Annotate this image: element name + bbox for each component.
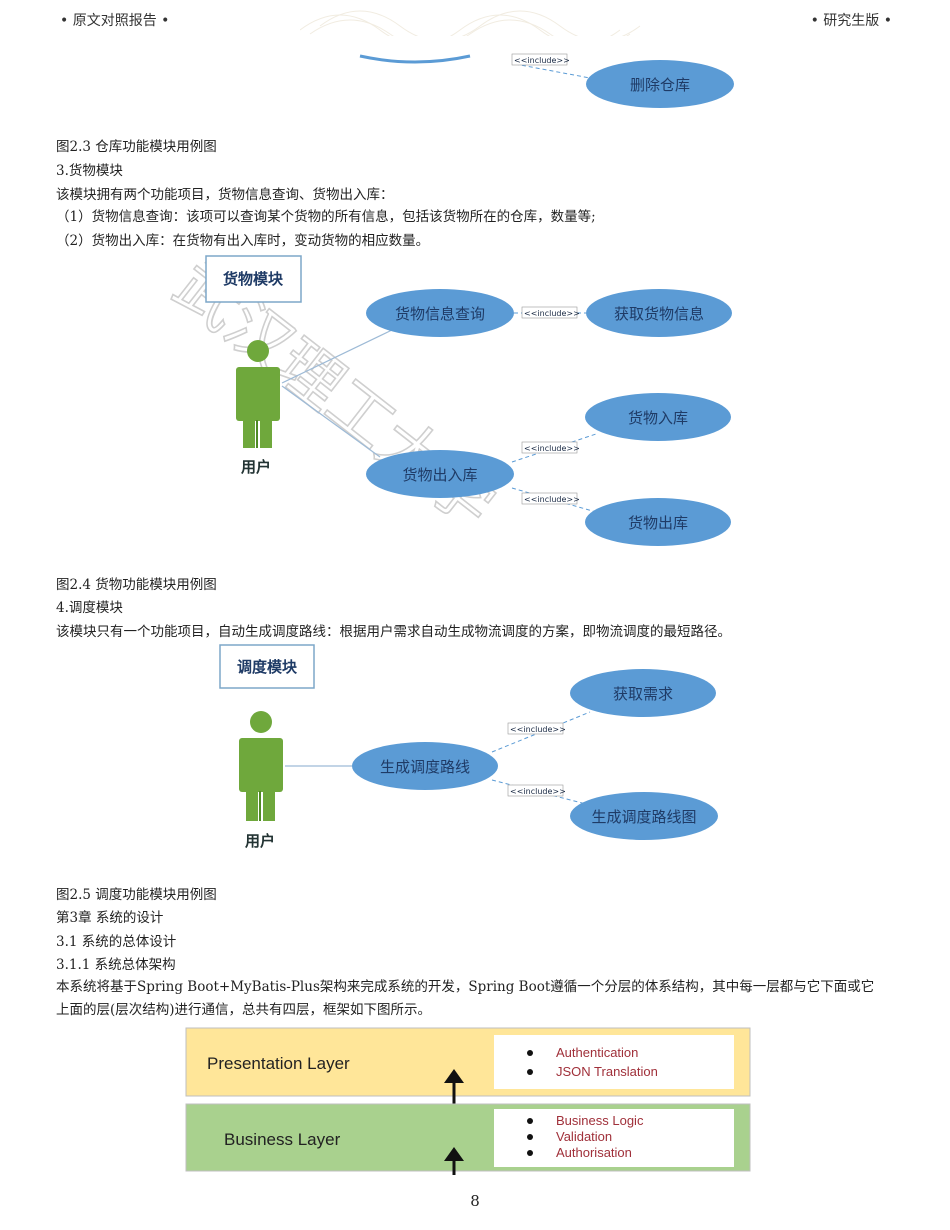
bullet xyxy=(527,1150,533,1156)
presentation-layer-label: Presentation Layer xyxy=(207,1054,350,1073)
business-items-box xyxy=(494,1109,734,1167)
usecase-delete-warehouse-label: 删除仓库 xyxy=(630,76,690,94)
bullet xyxy=(527,1069,533,1075)
include-label-req: <<include>> xyxy=(510,725,566,734)
usecase-in xyxy=(585,393,731,441)
usecase-route-map-label: 生成调度路线图 xyxy=(591,808,696,826)
section-3-1-1: 3.1.1 系统总体架构 xyxy=(56,957,176,973)
include-box-info xyxy=(521,306,578,319)
business-layer-label: Business Layer xyxy=(224,1130,341,1149)
usecase-route-label: 生成调度路线 xyxy=(380,758,470,776)
assoc-line-inout xyxy=(281,385,381,458)
include-label-map: <<include>> xyxy=(510,787,566,796)
usecase-inout-label: 货物出入库 xyxy=(402,466,477,484)
actor-label: 用户 xyxy=(245,832,275,850)
include-label-info: <<include>> xyxy=(524,309,580,318)
module-box xyxy=(219,644,315,689)
usecase-route xyxy=(352,742,498,790)
usecase-route-map xyxy=(570,792,718,840)
actor-user xyxy=(239,711,283,821)
module-box xyxy=(205,255,302,303)
header-left: • 原文对照报告 • xyxy=(60,13,170,29)
figure-2-5: 调度模块 用户 生成调度路线 <<include>> <<include>> 获… xyxy=(219,644,718,850)
presentation-items-box xyxy=(494,1035,734,1089)
caption-fig-2-5: 图2.5 调度功能模块用例图 xyxy=(56,887,217,903)
presentation-item-2: JSON Translation xyxy=(556,1064,658,1079)
cargo-item-2: （2）货物出入库：在货物有出入库时，变动货物的相应数量。 xyxy=(56,233,430,249)
presentation-item-1: Authentication xyxy=(556,1045,638,1060)
module-title: 货物模块 xyxy=(223,270,284,288)
figure-2-4: 武汉理工大学 货物模块 用户 货物信息查询 <<include>> 获取货物信息… xyxy=(160,250,732,546)
assoc-line-query xyxy=(281,329,393,384)
usecase-query-label: 货物信息查询 xyxy=(395,305,485,323)
usecase-in-label: 货物入库 xyxy=(628,409,688,427)
usecase-get-info-label: 获取货物信息 xyxy=(614,305,704,323)
business-item-3: Authorisation xyxy=(556,1145,632,1160)
business-item-1: Business Logic xyxy=(556,1113,644,1128)
usecase-out-label: 货物出库 xyxy=(628,514,688,532)
bullet xyxy=(527,1118,533,1124)
include-arrow xyxy=(514,63,591,79)
heading-dispatch-module: 4.调度模块 xyxy=(56,600,123,616)
usecase-query xyxy=(366,289,514,337)
caption-fig-2-4: 图2.4 货物功能模块用例图 xyxy=(56,577,217,593)
include-box-out xyxy=(521,492,578,505)
cargo-intro: 该模块拥有两个功能项目，货物信息查询、货物出入库： xyxy=(56,187,394,203)
heading-cargo-module: 3.货物模块 xyxy=(56,163,123,179)
header-right: • 研究生版 • xyxy=(810,13,892,29)
chapter-3-title: 第3章 系统的设计 xyxy=(56,910,164,926)
include-box-map xyxy=(507,784,564,797)
section-3-1: 3.1 系统的总体设计 xyxy=(56,934,177,950)
include-box-in xyxy=(521,441,578,454)
include-label: <<include>> xyxy=(514,56,570,65)
ellipse-fragment xyxy=(359,54,471,64)
usecase-out xyxy=(585,498,731,546)
caption-fig-2-3: 图2.3 仓库功能模块用例图 xyxy=(56,139,217,155)
actor-user xyxy=(236,340,280,448)
usecase-get-request-label: 获取需求 xyxy=(613,685,673,703)
header-ornament xyxy=(300,10,641,36)
page-number: 8 xyxy=(470,1192,480,1210)
usecase-get-info xyxy=(586,289,732,337)
include-label-in: <<include>> xyxy=(524,444,580,453)
module-title: 调度模块 xyxy=(237,658,298,676)
business-item-2: Validation xyxy=(556,1129,612,1144)
architecture-diagram: Presentation Layer Authentication JSON T… xyxy=(185,1027,751,1175)
cargo-item-1: （1）货物信息查询：该项可以查询某个货物的所有信息，包括该货物所在的仓库，数量等… xyxy=(56,209,596,225)
include-box xyxy=(511,53,568,66)
usecase-get-request xyxy=(570,669,716,717)
bullet xyxy=(527,1134,533,1140)
figure-2-3-tail: <<include>> 删除仓库 xyxy=(359,53,734,108)
actor-label: 用户 xyxy=(241,458,271,476)
architecture-paragraph: 本系统将基于Spring Boot+MyBatis-Plus架构来完成系统的开发… xyxy=(56,979,875,1018)
dispatch-intro: 该模块只有一个功能项目，自动生成调度路线：根据用户需求自动生成物流调度的方案，即… xyxy=(56,624,731,640)
usecase-inout xyxy=(366,450,514,498)
arrow-up-icon xyxy=(444,1147,464,1175)
include-box-req xyxy=(507,722,564,735)
include-label-out: <<include>> xyxy=(524,495,580,504)
usecase-delete-warehouse xyxy=(586,60,734,108)
bullet xyxy=(527,1050,533,1056)
